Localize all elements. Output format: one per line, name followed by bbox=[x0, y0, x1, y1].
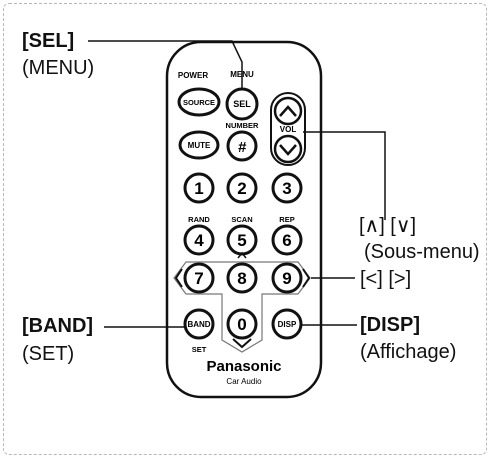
number-label: NUMBER bbox=[226, 121, 259, 130]
chevron-left-icon[interactable] bbox=[174, 268, 183, 288]
digit-label: 8 bbox=[237, 269, 246, 288]
band-button-label: BAND bbox=[187, 320, 210, 329]
updown-leader-line bbox=[303, 131, 386, 220]
digit-button-1[interactable]: 1 bbox=[183, 172, 215, 204]
sel-callout-sub: (MENU) bbox=[22, 57, 95, 79]
disp-callout-key: [DISP] bbox=[360, 314, 420, 336]
power-label: POWER bbox=[178, 71, 208, 80]
digit-button-8[interactable]: 8 bbox=[226, 262, 258, 294]
digit-button-6[interactable]: 6 bbox=[271, 224, 303, 256]
digit-label: 1 bbox=[194, 179, 203, 198]
digit-label: 7 bbox=[194, 269, 203, 288]
source-button[interactable]: SOURCE bbox=[177, 87, 221, 117]
rep-label: REP bbox=[279, 215, 294, 224]
number-button-label: # bbox=[238, 139, 247, 156]
digit-button-7[interactable]: 7 bbox=[183, 262, 215, 294]
digit-label: 3 bbox=[282, 179, 291, 198]
chevron-down-pad-icon[interactable] bbox=[232, 338, 252, 349]
volume-up-button[interactable] bbox=[273, 96, 303, 126]
digit-button-4[interactable]: 4 bbox=[183, 224, 215, 256]
band-callout-key: [BAND] bbox=[22, 315, 94, 337]
leftright-callout-key: [<] [>] bbox=[360, 268, 412, 290]
figure-frame bbox=[3, 3, 487, 455]
disp-callout-sub: (Affichage) bbox=[360, 341, 457, 363]
digit-label: 6 bbox=[282, 231, 291, 250]
disp-button-label: DISP bbox=[278, 320, 297, 329]
digit-button-0[interactable]: 0 bbox=[226, 308, 258, 340]
chevron-down-icon bbox=[279, 144, 297, 156]
digit-label: 0 bbox=[237, 315, 246, 334]
number-button[interactable]: # bbox=[226, 130, 258, 162]
sel-callout-key: [SEL] bbox=[22, 30, 75, 52]
sel-leader-line bbox=[88, 40, 243, 90]
sel-button-label: SEL bbox=[233, 99, 251, 109]
brand-subtitle: Car Audio bbox=[226, 377, 262, 386]
updown-callout-sub: (Sous-menu) bbox=[364, 241, 480, 263]
set-label: SET bbox=[192, 345, 207, 354]
digit-label: 4 bbox=[194, 231, 204, 250]
band-button[interactable]: BAND bbox=[183, 308, 215, 340]
scan-label: SCAN bbox=[231, 215, 252, 224]
digit-button-2[interactable]: 2 bbox=[226, 172, 258, 204]
digit-label: 2 bbox=[237, 179, 246, 198]
digit-button-3[interactable]: 3 bbox=[271, 172, 303, 204]
rand-label: RAND bbox=[188, 215, 210, 224]
sel-button[interactable]: SEL bbox=[225, 87, 259, 121]
vol-label: VOL bbox=[280, 125, 297, 134]
brand-logo: Panasonic bbox=[206, 358, 281, 375]
disp-button[interactable]: DISP bbox=[271, 308, 303, 340]
band-callout-sub: (SET) bbox=[22, 343, 75, 365]
source-button-label: SOURCE bbox=[183, 98, 215, 107]
digit-keypad: 1 2 3 4 5 6 7 8 9 0 bbox=[183, 172, 303, 340]
digit-label: 9 bbox=[282, 269, 291, 288]
mute-button-label: MUTE bbox=[188, 141, 211, 150]
digit-label: 5 bbox=[237, 231, 246, 250]
digit-button-9[interactable]: 9 bbox=[271, 262, 303, 294]
chevron-up-pad-icon[interactable] bbox=[237, 251, 247, 259]
chevron-up-icon bbox=[279, 105, 297, 117]
mute-button[interactable]: MUTE bbox=[178, 130, 220, 160]
chevron-right-icon[interactable] bbox=[302, 268, 311, 288]
volume-down-button[interactable] bbox=[273, 134, 303, 164]
digit-button-5[interactable]: 5 bbox=[226, 224, 258, 256]
updown-callout-key: [∧] [∨] bbox=[359, 215, 417, 237]
